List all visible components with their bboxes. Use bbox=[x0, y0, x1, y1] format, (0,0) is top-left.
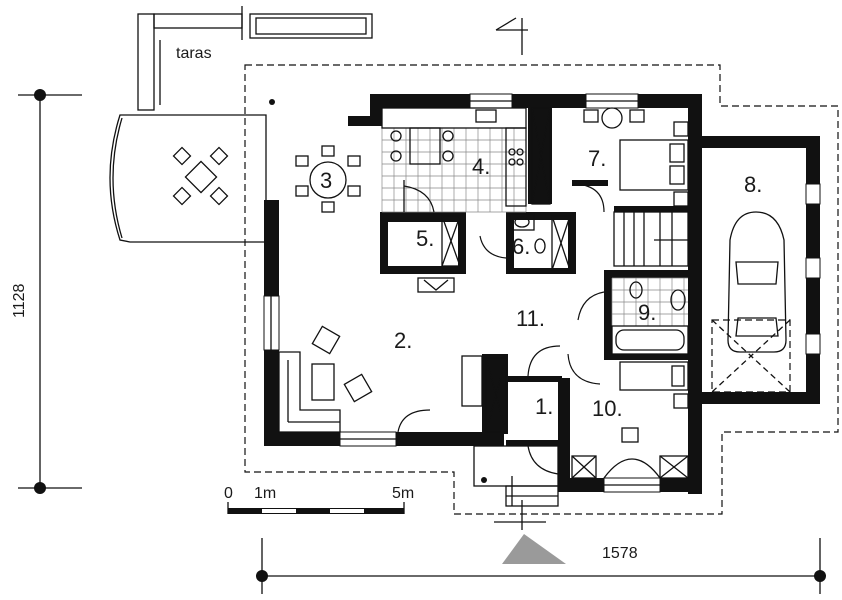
scale-bar: 0 1m 5m bbox=[224, 485, 414, 514]
kitchen-fixtures bbox=[381, 107, 527, 207]
room-label-6: 6. bbox=[512, 234, 530, 259]
scale-label-1m: 1m bbox=[254, 485, 276, 502]
room-label-8: 8. bbox=[744, 172, 762, 197]
room-label-4: 4. bbox=[472, 154, 490, 179]
terrace: taras bbox=[109, 6, 373, 243]
width-dimension: 1578 bbox=[256, 538, 826, 594]
terrace-table-icon bbox=[172, 146, 229, 206]
sofa-icon bbox=[278, 277, 483, 433]
scale-label-5m: 5m bbox=[392, 485, 414, 502]
scale-label-0: 0 bbox=[224, 485, 233, 502]
height-dimension: 1128 bbox=[11, 89, 82, 494]
wardrobes bbox=[441, 107, 689, 479]
dining-table-icon bbox=[295, 145, 361, 213]
room-label-11: 11. bbox=[516, 306, 545, 331]
room-label-1: 1. bbox=[535, 394, 553, 419]
doors bbox=[397, 180, 605, 475]
room-label-3: 3 bbox=[320, 168, 332, 193]
windows bbox=[263, 93, 821, 493]
height-dimension-label: 1128 bbox=[11, 283, 28, 318]
width-dimension-label: 1578 bbox=[602, 545, 638, 562]
room-label-2: 2. bbox=[394, 328, 412, 353]
single-bed-icon bbox=[603, 361, 689, 479]
stairs-icon bbox=[613, 211, 689, 267]
north-arrow bbox=[495, 17, 528, 55]
terrace-label: taras bbox=[176, 45, 212, 62]
room-label-7: 7. bbox=[588, 146, 606, 171]
car-icon bbox=[711, 211, 791, 393]
bathroom-fixtures bbox=[509, 213, 689, 355]
room-label-9: 9. bbox=[638, 300, 656, 325]
bed-icon bbox=[583, 107, 689, 207]
entrance-arrow bbox=[502, 534, 566, 564]
room-label-5: 5. bbox=[416, 226, 434, 251]
entrance bbox=[269, 99, 566, 564]
room-label-10: 10. bbox=[592, 396, 623, 421]
